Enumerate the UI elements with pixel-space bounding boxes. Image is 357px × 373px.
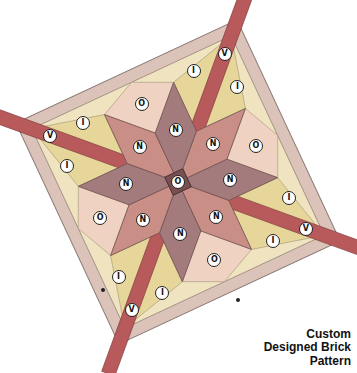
callout-circle: V bbox=[218, 47, 232, 61]
diagonal-band bbox=[102, 230, 166, 373]
callout-letter: N bbox=[227, 176, 234, 184]
callout-letter: O bbox=[175, 178, 182, 186]
callout-letter: I bbox=[272, 237, 275, 245]
callout-circle: N bbox=[206, 137, 220, 151]
field-square bbox=[32, 36, 324, 328]
callout-letter: N bbox=[136, 143, 143, 151]
callout-letter: N bbox=[172, 126, 179, 134]
marker-dot bbox=[236, 298, 240, 302]
caption-label: Custom Designed Brick Pattern bbox=[259, 328, 351, 369]
callout-letter: I bbox=[161, 289, 164, 297]
callout-letter: I bbox=[82, 119, 85, 127]
callout-circle: N bbox=[169, 123, 183, 137]
callout-letter: I bbox=[192, 67, 195, 75]
center-square bbox=[165, 169, 192, 196]
callout-letter: I bbox=[236, 83, 239, 91]
callout-circle: I bbox=[76, 116, 90, 130]
callout-circle: N bbox=[223, 173, 237, 187]
callout-circle: I bbox=[112, 270, 126, 284]
callout-letter: V bbox=[128, 306, 134, 314]
callout-letter: I bbox=[66, 162, 69, 170]
callout-letter: O bbox=[211, 256, 218, 264]
callout-circle: O bbox=[135, 97, 149, 111]
callout-letter: N bbox=[213, 213, 220, 221]
callout-letter: N bbox=[140, 216, 147, 224]
callout-circle: I bbox=[187, 64, 201, 78]
callout-letter: O bbox=[252, 142, 259, 150]
callout-circle: I bbox=[282, 191, 296, 205]
callout-circle: V bbox=[125, 303, 139, 317]
callout-circle: N bbox=[133, 140, 147, 154]
border-frame bbox=[16, 20, 340, 344]
callout-circle: O bbox=[249, 139, 263, 153]
callout-letter: N bbox=[123, 180, 130, 188]
callout-letter: N bbox=[210, 140, 217, 148]
callout-circle: V bbox=[299, 222, 313, 236]
callout-letter: N bbox=[177, 230, 184, 238]
callout-letter: V bbox=[303, 225, 309, 233]
callout-circle: O bbox=[171, 175, 185, 189]
callout-letter: I bbox=[117, 273, 120, 281]
callout-letter: V bbox=[221, 50, 227, 58]
callout-letter: I bbox=[287, 194, 290, 202]
callout-letter: O bbox=[138, 100, 145, 108]
callout-circle: V bbox=[43, 129, 57, 143]
callout-letter: O bbox=[97, 214, 104, 222]
star-diamond bbox=[162, 108, 262, 182]
marker-dot bbox=[101, 288, 105, 292]
callout-letter: V bbox=[47, 132, 53, 140]
